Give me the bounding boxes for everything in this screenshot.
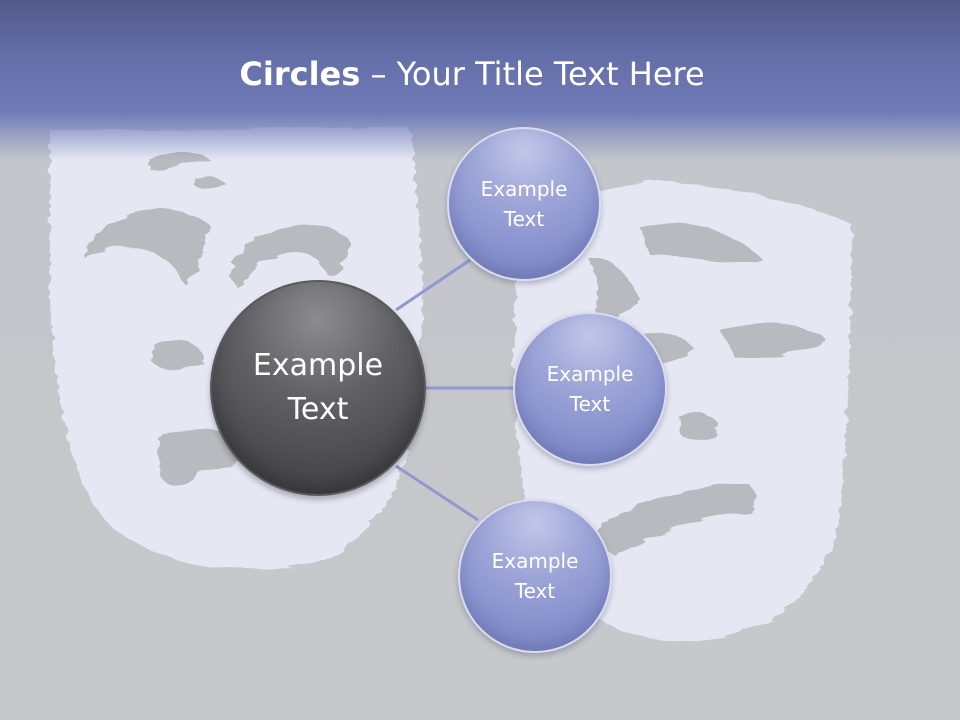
outer-circle-bottom[interactable]: Example Text <box>458 499 612 653</box>
tragedy-mask <box>513 181 852 642</box>
outer-circle-middle-line1: Example <box>546 362 634 386</box>
main-circle-line1: Example <box>252 348 384 383</box>
connector-to-top-circle <box>395 258 471 312</box>
main-circle[interactable]: Example Text <box>210 280 426 496</box>
main-circle-line2: Text <box>287 392 349 427</box>
outer-circle-top-line1: Example <box>480 177 568 201</box>
connector-to-bottom-circle <box>395 464 479 522</box>
title-rest-part: – Your Title Text Here <box>360 55 705 93</box>
title-header-band <box>0 0 960 160</box>
outer-circle-top[interactable]: Example Text <box>447 127 601 281</box>
outer-circle-middle-line2: Text <box>569 392 611 416</box>
outer-circle-bottom-line1: Example <box>491 549 579 573</box>
outer-circle-bottom-line2: Text <box>514 579 556 603</box>
slide-title: Circles – Your Title Text Here <box>0 52 944 96</box>
title-bold-part: Circles <box>239 55 361 93</box>
outer-circle-top-line2: Text <box>503 207 545 231</box>
outer-circle-middle[interactable]: Example Text <box>513 312 667 466</box>
